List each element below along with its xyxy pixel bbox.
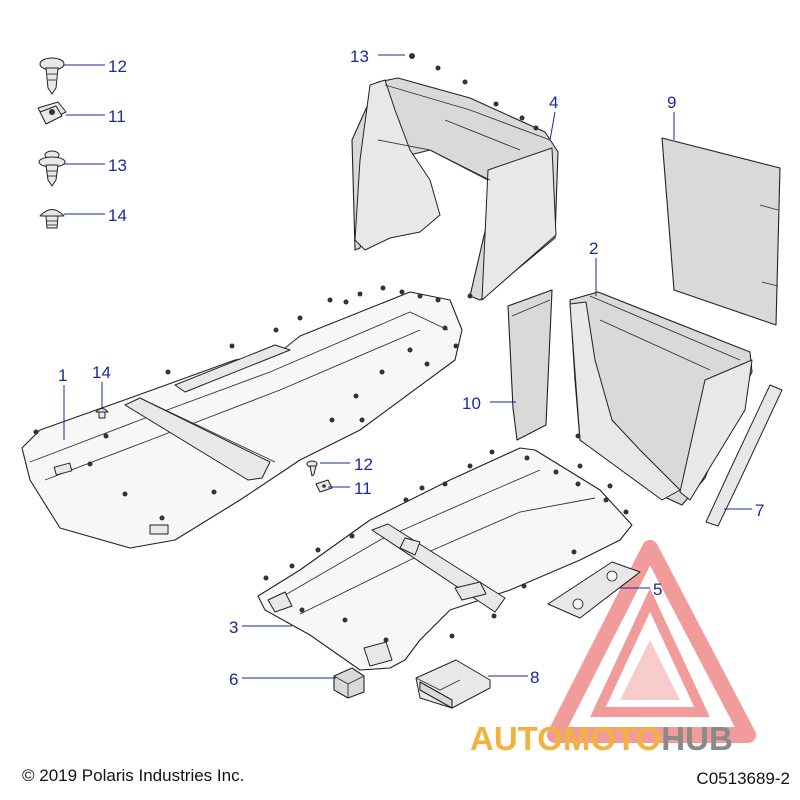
- watermark-text-secondary: HUB: [661, 720, 733, 757]
- callout-12-floor: 12: [354, 455, 373, 474]
- fastener-14-push-pin-icon: [39, 209, 65, 229]
- callout-14-floor: 14: [92, 363, 111, 382]
- part-9-flat-panel: [661, 137, 781, 326]
- callout-1: 1: [58, 366, 67, 385]
- part-6-block: [333, 667, 365, 699]
- part-7-trim-strip: [705, 384, 783, 527]
- callout-10: 10: [462, 394, 481, 413]
- callout-11-fastener: 11: [108, 107, 126, 126]
- diagram-code: C0513689-2: [696, 769, 790, 788]
- callout-6: 6: [229, 670, 238, 689]
- fastener-12-loose-icon: [306, 460, 318, 477]
- part-8-foam-pad: [415, 659, 491, 709]
- part-10-side-panel: [507, 289, 553, 441]
- part-2-rear-panel-right: [569, 291, 753, 506]
- callout-9: 9: [667, 93, 676, 112]
- callout-13-top: 13: [350, 47, 369, 66]
- callout-11-floor: 11: [354, 479, 372, 498]
- callout-3: 3: [229, 618, 238, 637]
- fastener-13-push-rivet-icon: [38, 150, 66, 187]
- callout-12-fastener: 12: [108, 57, 127, 76]
- watermark-triangle-icon: [547, 540, 756, 743]
- part-1-fasteners: [33, 285, 459, 521]
- part-1-front-floor-panel: [21, 291, 463, 549]
- fastener-11-clip-nut-icon: [37, 101, 67, 125]
- callout-5: 5: [653, 580, 662, 599]
- callout-8: 8: [530, 668, 539, 687]
- copyright-text: © 2019 Polaris Industries Inc.: [22, 766, 244, 785]
- fastener-12-screw-icon: [39, 57, 65, 95]
- leader-lines: [63, 54, 752, 679]
- watermark-text: AUTOMOTOHUB: [470, 720, 733, 757]
- fastener-14-loose-icon: [95, 408, 109, 419]
- callout-14-fastener: 14: [108, 206, 127, 225]
- part-4-rear-panel-left: [351, 53, 559, 301]
- callout-7: 7: [755, 501, 764, 520]
- watermark-text-primary: AUTOMOTO: [470, 720, 661, 757]
- callout-13-fastener: 13: [108, 156, 127, 175]
- part-3-rear-floor-panel: [257, 447, 633, 671]
- callout-2: 2: [589, 239, 598, 258]
- callout-4: 4: [549, 93, 558, 112]
- part-5-pad: [547, 561, 641, 619]
- fastener-11-loose-icon: [315, 479, 333, 493]
